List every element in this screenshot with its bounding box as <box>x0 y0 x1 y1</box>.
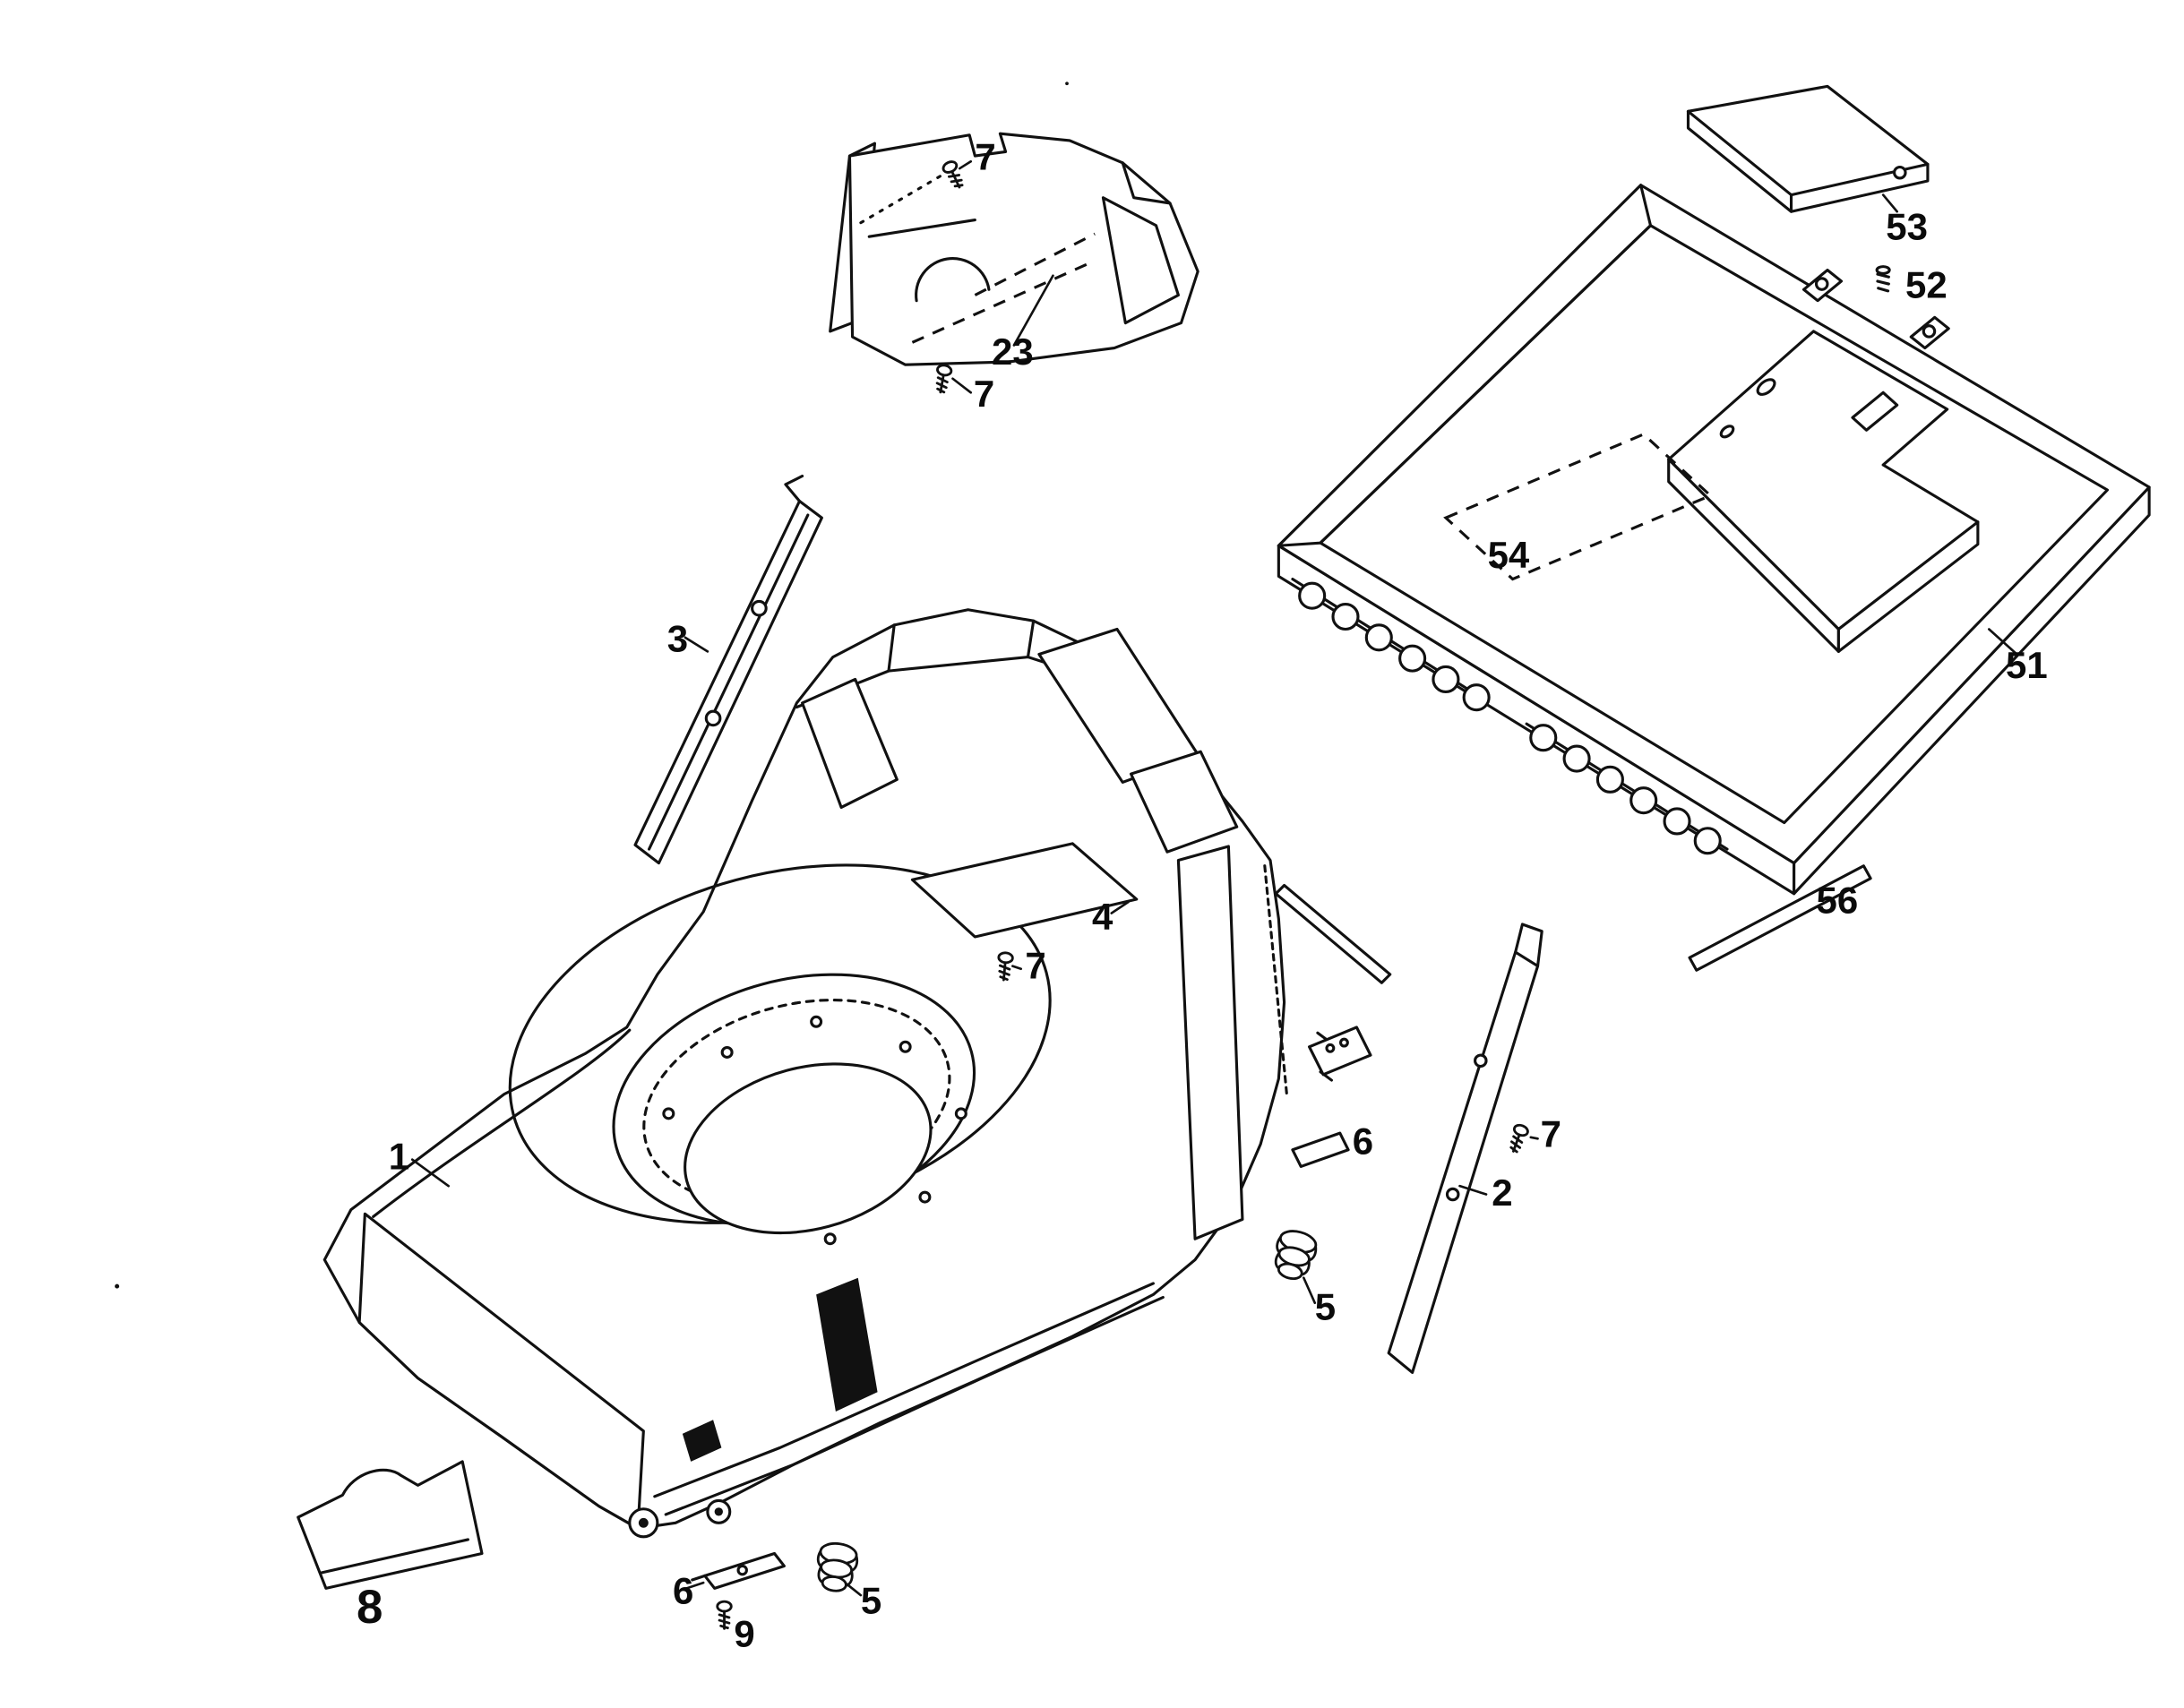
part-51-tray <box>1277 184 2151 896</box>
part-label-8: 8 <box>357 1581 383 1634</box>
screw-icon <box>1505 1121 1531 1155</box>
part-label-7-deck: 7 <box>1025 945 1045 987</box>
speck <box>115 1283 120 1289</box>
part-labels: 7 23 7 53 52 54 51 56 3 4 7 1 6 7 2 5 8 … <box>357 136 2048 1655</box>
part-label-54: 54 <box>1488 534 1530 576</box>
part-4-panel <box>910 842 1139 939</box>
part-54-dashed-area <box>1443 433 1714 581</box>
part-56-rod <box>1688 864 1872 972</box>
part-label-52: 52 <box>1905 264 1948 306</box>
part-label-6-right: 6 <box>1353 1120 1373 1162</box>
part-label-4: 4 <box>1092 896 1113 938</box>
part-2-side-strip <box>1387 923 1543 1374</box>
part-6-bracket-bottom <box>681 1551 786 1630</box>
part-label-6-bottom: 6 <box>673 1569 693 1611</box>
part-label-7-top: 7 <box>975 136 995 178</box>
part-label-7-right: 7 <box>1541 1113 1561 1155</box>
part-5-grommets <box>813 1225 1321 1597</box>
part-23-blower-cover <box>829 132 1199 395</box>
part-label-51: 51 <box>2006 644 2048 686</box>
grommet-icon <box>813 1540 861 1595</box>
part-8-deflector-plate <box>297 1460 484 1590</box>
part-label-23: 23 <box>992 330 1034 373</box>
speck <box>1065 82 1069 86</box>
part-label-53: 53 <box>1886 205 1928 247</box>
part-3-trim-strip <box>633 474 823 865</box>
grommet-icon <box>1268 1225 1321 1284</box>
part-label-9: 9 <box>734 1613 754 1655</box>
part-label-5-right: 5 <box>1315 1285 1336 1327</box>
part-6-bracket-right <box>1291 1131 1350 1168</box>
part-label-7-cover: 7 <box>974 373 994 415</box>
part-label-2: 2 <box>1492 1172 1512 1214</box>
part-1-mower-deck <box>322 608 1392 1539</box>
part-label-3: 3 <box>667 617 688 659</box>
part-label-1: 1 <box>389 1136 409 1178</box>
part-53-lid <box>1686 84 1930 213</box>
screw-icon <box>932 363 954 395</box>
screw-icon <box>716 1600 733 1630</box>
part-52-screw <box>1875 265 1891 293</box>
part-label-5-bottom: 5 <box>861 1579 881 1621</box>
part-label-56: 56 <box>1817 880 1859 922</box>
